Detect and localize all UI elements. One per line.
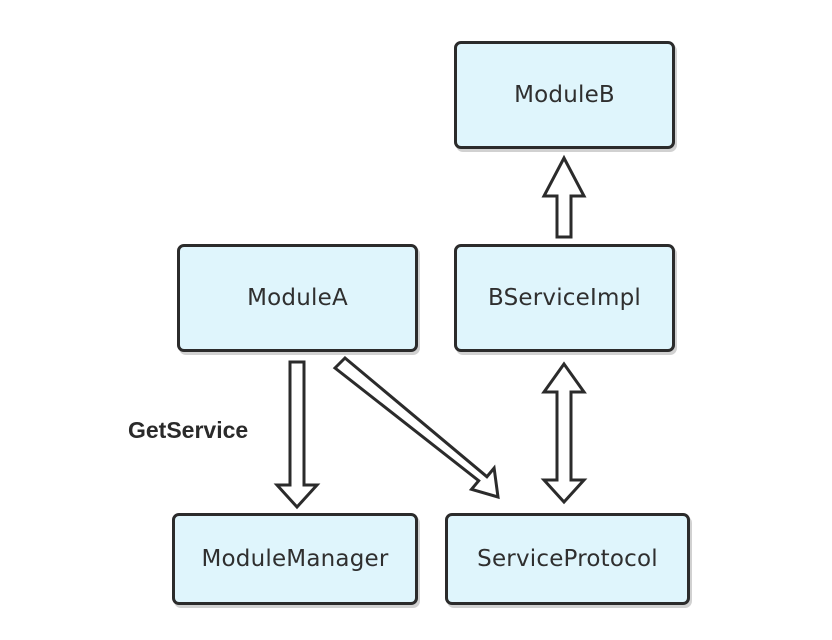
node-moduleb[interactable]: ModuleB [454,41,675,149]
node-bserviceimpl-label: BServiceImpl [488,285,641,311]
edge-label-getservice: GetService [128,417,249,443]
arrow-modulea-to-modulemanager [273,360,321,510]
node-moduleb-label: ModuleB [514,82,615,108]
node-modulea-label: ModuleA [247,285,348,311]
arrow-modulea-to-serviceprotocol [332,355,500,500]
arrow-bserviceimpl-to-moduleb [541,154,587,239]
node-modulea[interactable]: ModuleA [177,244,418,352]
node-serviceprotocol-label: ServiceProtocol [477,546,658,572]
node-modulemanager[interactable]: ModuleManager [172,513,418,605]
node-modulemanager-label: ModuleManager [201,546,389,572]
node-serviceprotocol[interactable]: ServiceProtocol [445,513,690,605]
node-bserviceimpl[interactable]: BServiceImpl [454,244,675,352]
arrow-bserviceimpl-serviceprotocol [540,361,588,505]
